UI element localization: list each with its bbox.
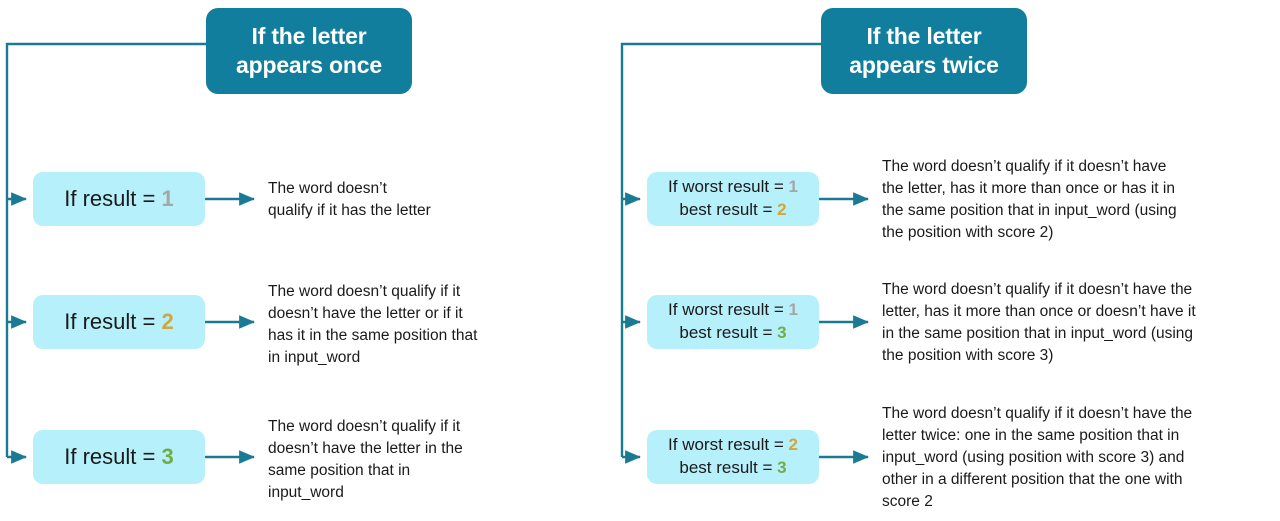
condition-value: 1 (788, 300, 798, 320)
condition-prefix: If worst result = (668, 177, 789, 197)
right-box-to-text-arrows (819, 192, 869, 464)
condition-box-result-3[interactable]: If result = 3 (33, 430, 205, 484)
condition-box-worst-1-best-3[interactable]: If worst result = 1 best result = 3 (647, 295, 819, 349)
outcome-text-twice-worst-1-best-2: The word doesn’t qualify if it doesn’t h… (882, 158, 1177, 241)
left-branch-arrows (7, 192, 27, 464)
condition-prefix: If result = (64, 309, 162, 334)
left-box-to-text-arrows (205, 192, 255, 464)
outcome-text-twice-worst-2-best-3: The word doesn’t qualify if it doesn’t h… (882, 405, 1193, 510)
condition-line-worst: If worst result = 1 (668, 176, 798, 199)
condition-box-result-2[interactable]: If result = 2 (33, 295, 205, 349)
branch-header-letter-appears-once: If the letter appears once (206, 8, 412, 94)
condition-prefix: If worst result = (668, 435, 789, 455)
branch-header-letter-appears-twice: If the letter appears twice (821, 8, 1027, 94)
condition-prefix: If result = (64, 444, 162, 469)
condition-prefix: best result = (679, 323, 778, 342)
condition-line-best: best result = 2 (679, 199, 786, 222)
condition-line-worst: If worst result = 2 (668, 434, 798, 457)
condition-prefix: best result = (679, 458, 778, 477)
condition-prefix: best result = (679, 200, 778, 219)
left-branch-trunk (5, 42, 206, 457)
condition-label: If result = 3 (64, 444, 173, 470)
condition-line-worst: If worst result = 1 (668, 299, 798, 322)
outcome-text-twice-worst-1-best-3: The word doesn’t qualify if it doesn’t h… (882, 281, 1196, 364)
condition-prefix: If worst result = (668, 300, 789, 320)
right-branch-arrows (622, 192, 641, 464)
outcome-text-once-result-1: The word doesn’t qualify if it has the l… (268, 180, 431, 219)
condition-label: If result = 1 (64, 186, 173, 212)
condition-value: 1 (161, 186, 174, 211)
condition-label: If result = 2 (64, 309, 173, 335)
condition-line-best: best result = 3 (679, 322, 786, 345)
condition-value: 3 (161, 444, 174, 469)
condition-value: 2 (788, 435, 798, 455)
right-branch-trunk (620, 42, 821, 457)
condition-value: 3 (777, 323, 787, 342)
condition-line-best: best result = 3 (679, 457, 786, 480)
condition-box-result-1[interactable]: If result = 1 (33, 172, 205, 226)
condition-prefix: If result = (64, 186, 162, 211)
condition-value: 3 (777, 458, 787, 477)
outcome-text-once-result-3: The word doesn’t qualify if it doesn’t h… (268, 418, 463, 501)
condition-value: 1 (788, 177, 798, 197)
condition-box-worst-2-best-3[interactable]: If worst result = 2 best result = 3 (647, 430, 819, 484)
condition-value: 2 (777, 200, 787, 219)
outcome-text-once-result-2: The word doesn’t qualify if it doesn’t h… (268, 283, 478, 366)
condition-value: 2 (161, 309, 174, 334)
condition-box-worst-1-best-2[interactable]: If worst result = 1 best result = 2 (647, 172, 819, 226)
